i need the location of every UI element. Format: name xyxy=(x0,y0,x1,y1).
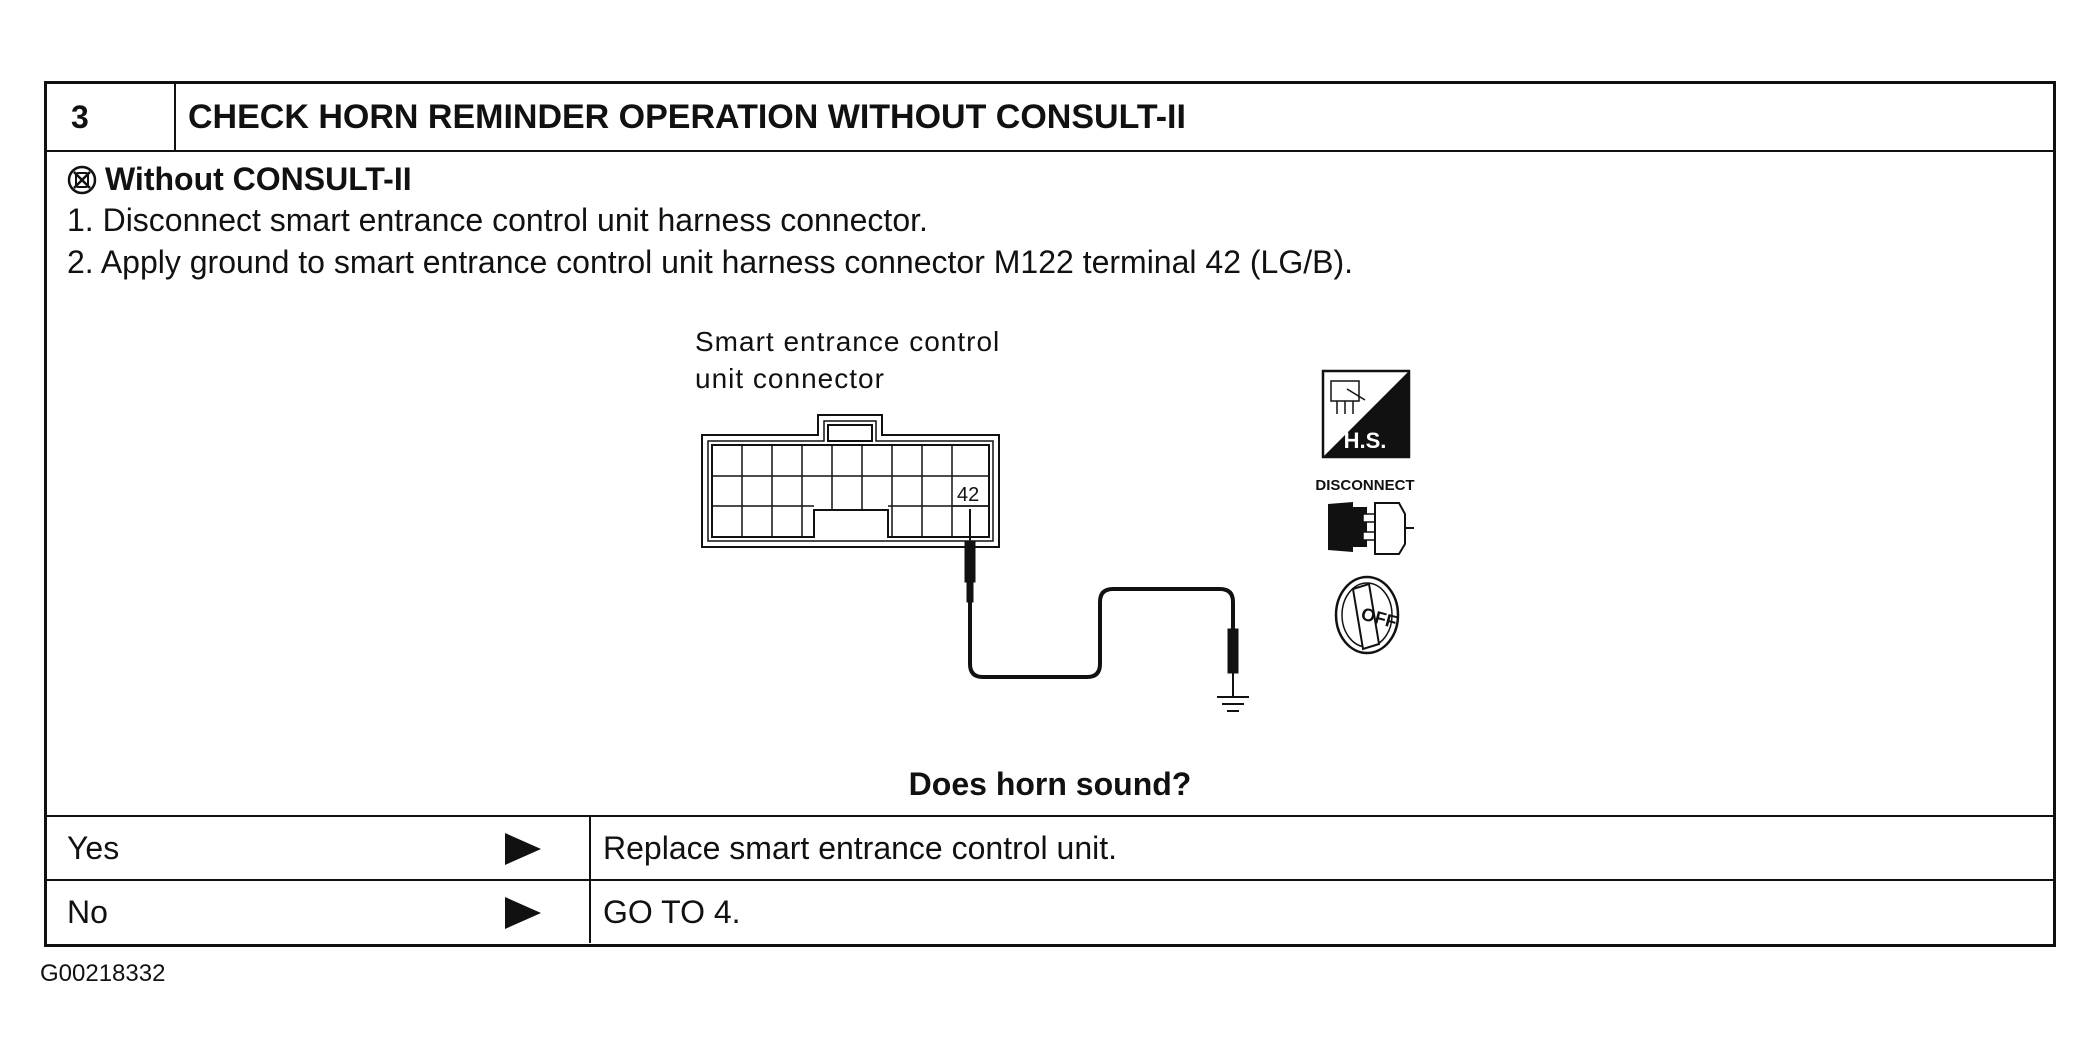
ignition-off-key-icon: OFF xyxy=(1334,575,1400,655)
test-question: Does horn sound? xyxy=(908,766,1192,802)
step-title: CHECK HORN REMINDER OPERATION WITHOUT CO… xyxy=(188,98,1186,136)
connector-label-line1: Smart entrance control xyxy=(695,326,1001,357)
wiring-diagram: 42 H.S. DISCONNECT xyxy=(701,369,1415,712)
diagnostic-procedure-box: 3 CHECK HORN REMINDER OPERATION WITHOUT … xyxy=(44,81,2056,947)
column-divider xyxy=(589,817,591,879)
instruction-2: 2. Apply ground to smart entrance contro… xyxy=(67,244,1353,280)
answer-no-label: No xyxy=(67,894,108,930)
arrow-right-icon xyxy=(505,833,541,865)
ground-probe-wire xyxy=(964,509,1239,696)
answer-row-yes: Yes Replace smart entrance control unit. xyxy=(47,815,2053,879)
step-header: 3 CHECK HORN REMINDER OPERATION WITHOUT … xyxy=(47,84,2053,152)
condition-heading: Without CONSULT-II xyxy=(67,161,412,198)
instruction-1: 1. Disconnect smart entrance control uni… xyxy=(67,202,928,238)
disconnect-symbol: DISCONNECT xyxy=(1315,477,1415,555)
terminal-42-label: 42 xyxy=(957,484,979,506)
step-number: 3 xyxy=(47,84,176,150)
connector-label-line2: unit connector xyxy=(695,363,885,394)
answer-row-no: No GO TO 4. xyxy=(47,879,2053,943)
answer-yes-action: Replace smart entrance control unit. xyxy=(603,830,1118,866)
column-divider xyxy=(589,881,591,943)
smart-entrance-connector xyxy=(701,414,1000,548)
answer-yes-label: Yes xyxy=(67,830,120,866)
arrow-right-icon xyxy=(505,897,541,929)
no-consult-icon xyxy=(67,165,97,194)
disconnect-text: DISCONNECT xyxy=(1315,477,1414,494)
ground-symbol xyxy=(1217,696,1249,712)
figure-id: G00218332 xyxy=(40,960,166,987)
hs-text: H.S. xyxy=(1344,428,1387,453)
condition-text: Without CONSULT-II xyxy=(105,161,412,197)
harness-side-symbol: H.S. xyxy=(1321,369,1411,459)
answer-no-action: GO TO 4. xyxy=(603,894,741,930)
